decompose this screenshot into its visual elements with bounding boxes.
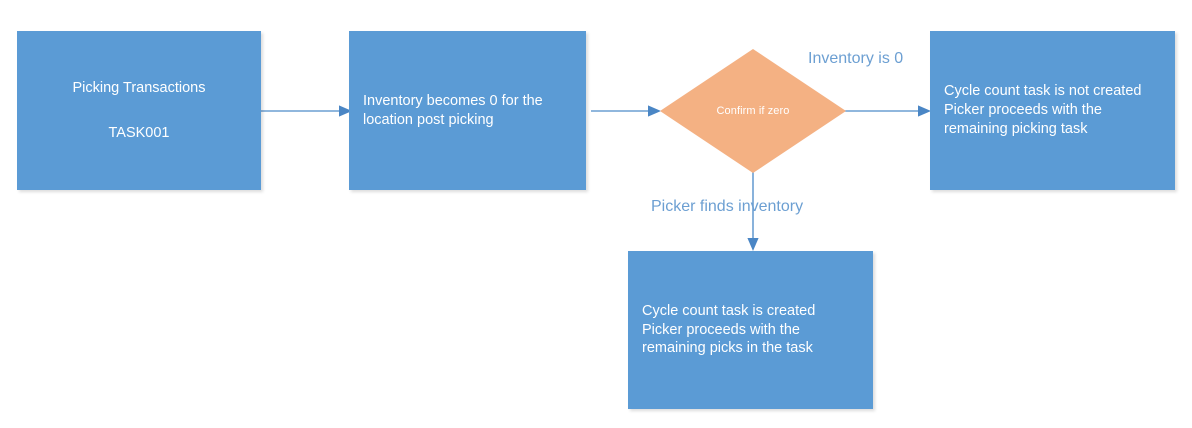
node-text-line: Picker proceeds with the (944, 102, 1102, 119)
connector-picking-to-inventory (255, 100, 359, 122)
process-node-inventory-becomes-zero[interactable]: Inventory becomes 0 for the location pos… (349, 31, 586, 190)
node-text-line: Inventory becomes 0 for the (363, 92, 543, 109)
edge-label-inventory-is-zero: Inventory is 0 (808, 50, 904, 67)
process-node-picking-transactions[interactable]: Picking Transactions TASK001 (17, 31, 261, 190)
process-node-no-cycle-count-task[interactable]: Cycle count task is not created Picker p… (930, 31, 1175, 190)
process-node-cycle-count-task-created[interactable]: Cycle count task is created Picker proce… (628, 251, 873, 409)
edge-label-picker-finds-inventory: Picker finds inventory (651, 198, 804, 215)
diamond-shape (660, 49, 846, 173)
node-text-line: remaining picks in the task (642, 340, 813, 357)
node-text-line: Picking Transactions (72, 79, 206, 96)
node-text-line: remaining picking task (944, 120, 1088, 137)
connector-decision-to-cycle-count-created (742, 168, 764, 258)
node-text-line: location post picking (363, 111, 494, 128)
node-text-line: Cycle count task is not created (944, 83, 1142, 100)
node-text-line: Picker proceeds with the (642, 321, 800, 338)
connector-decision-to-no-cycle-count (840, 100, 944, 122)
node-text-line: TASK001 (108, 124, 170, 141)
node-text-line: Cycle count task is created (642, 302, 816, 319)
connector-inventory-to-decision (586, 100, 672, 122)
